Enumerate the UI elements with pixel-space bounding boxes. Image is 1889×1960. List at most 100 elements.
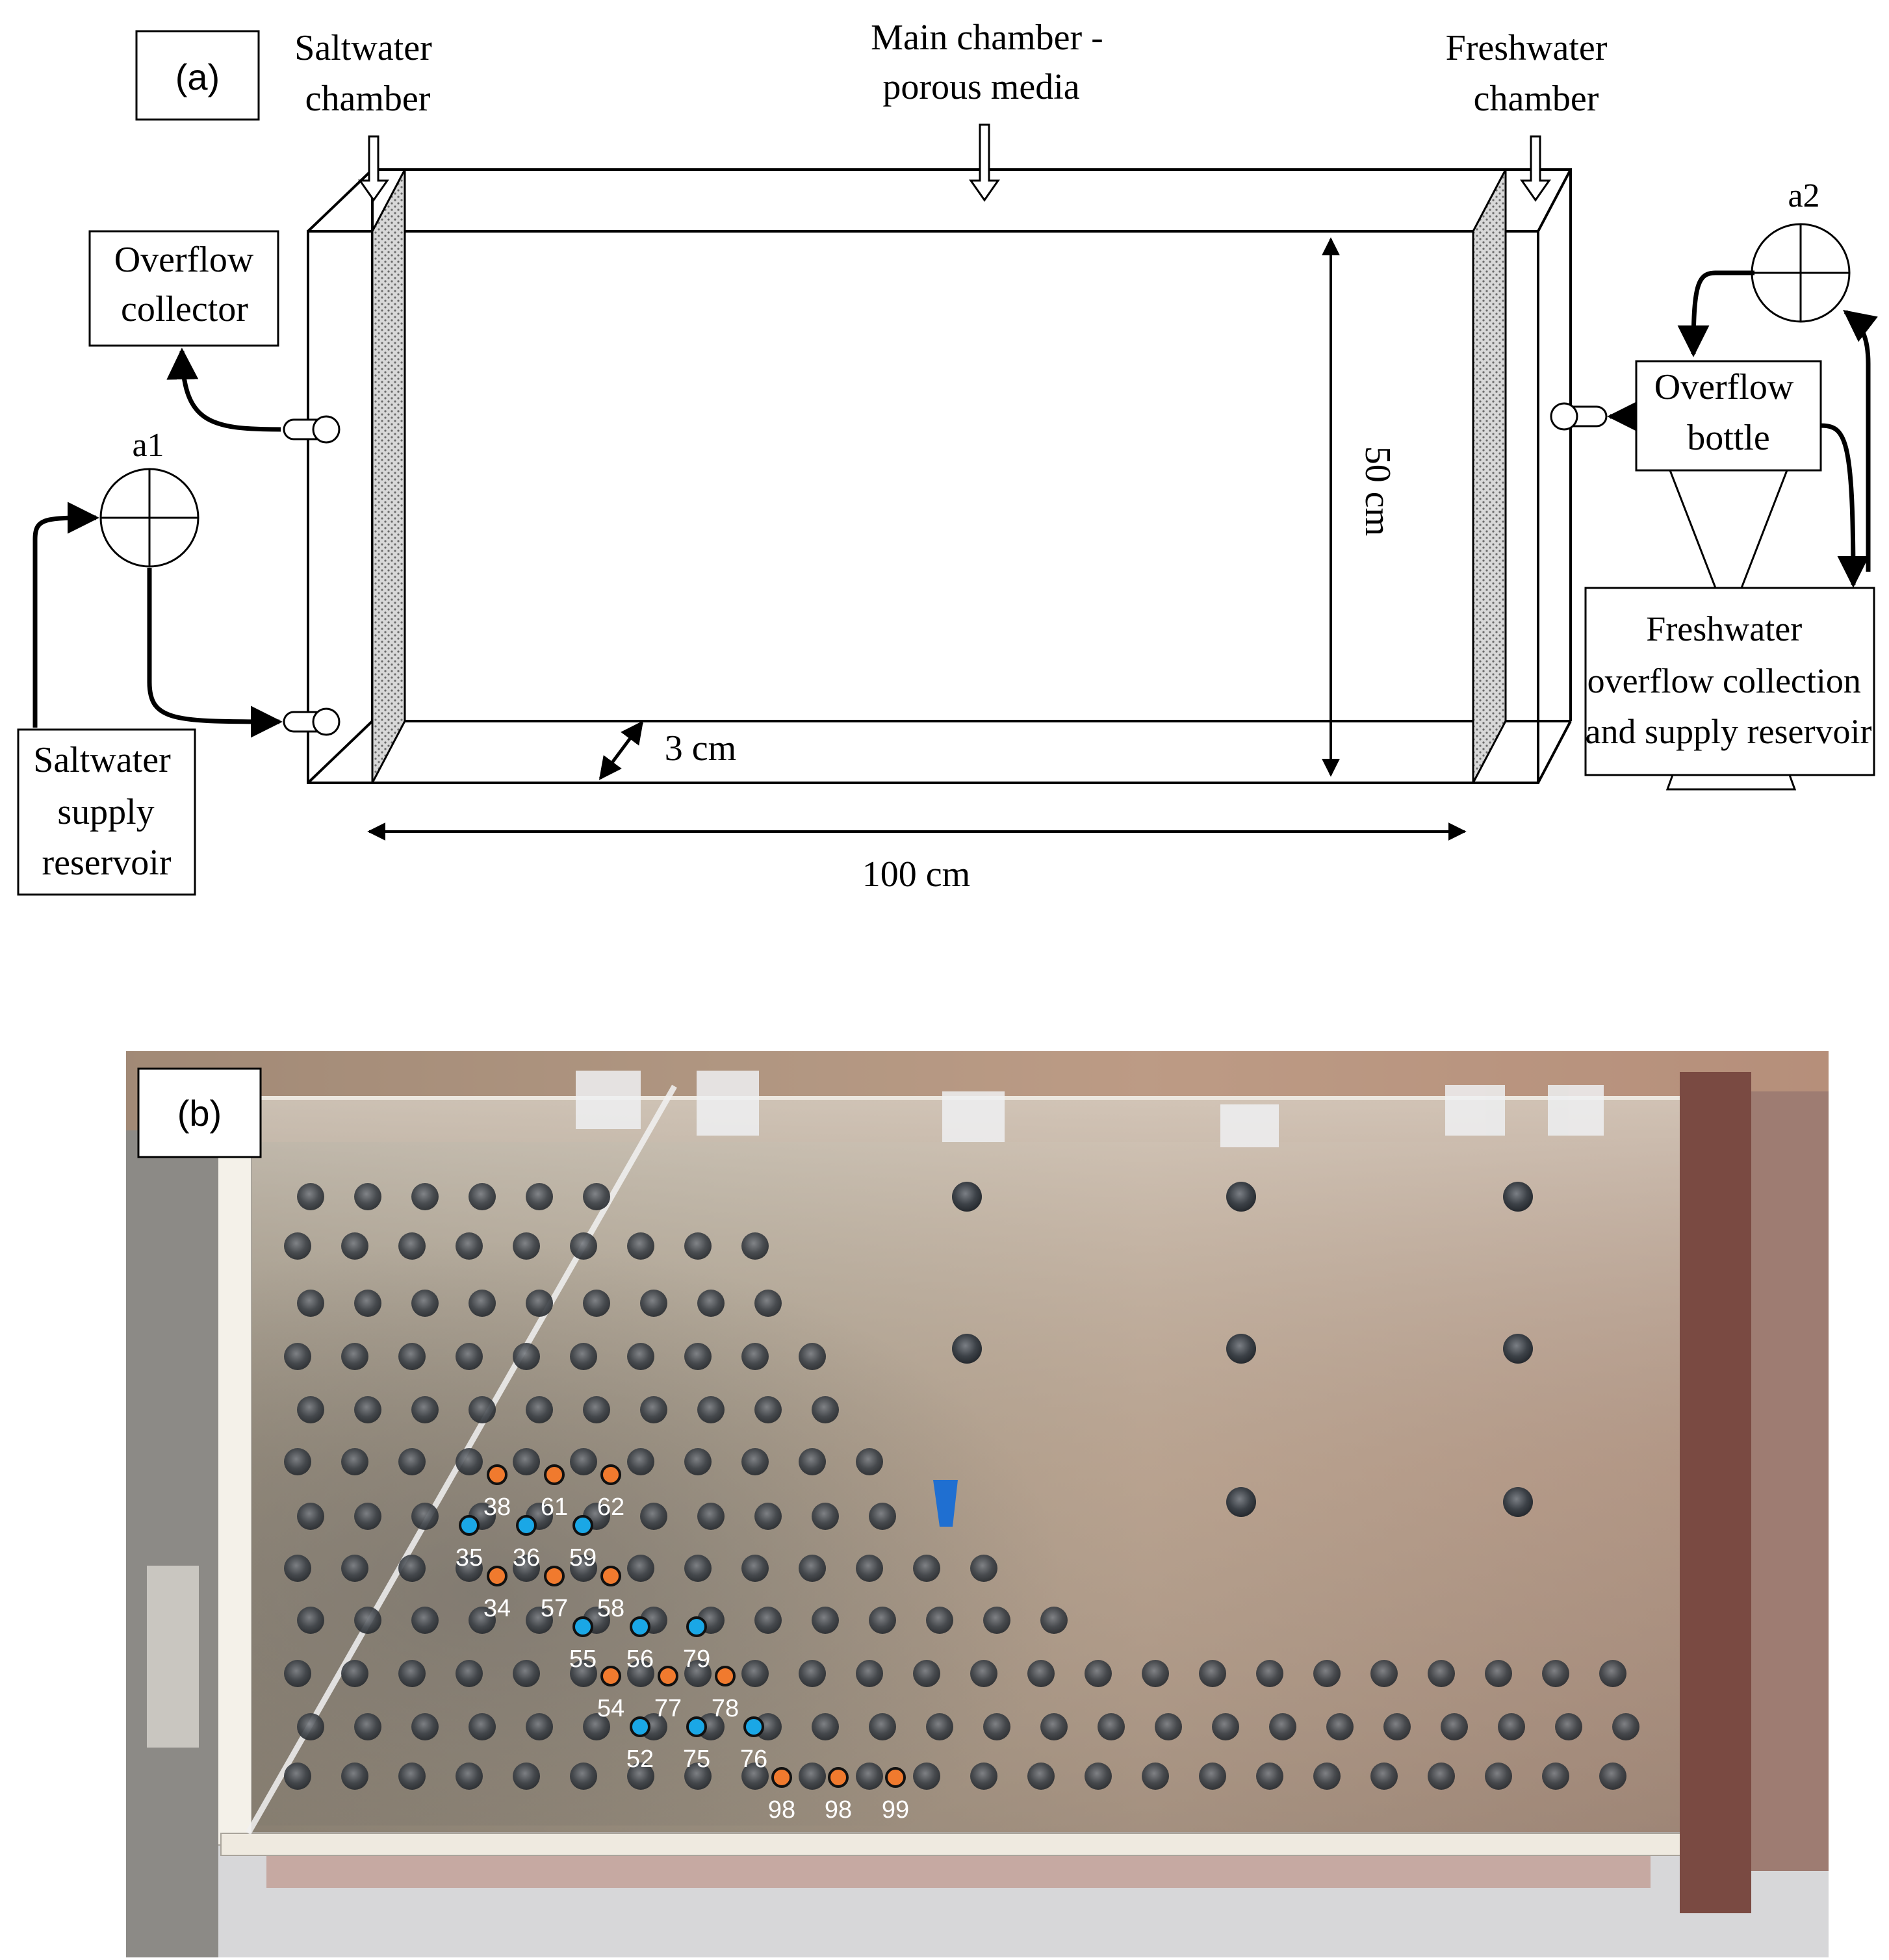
port-knob [570, 1232, 597, 1260]
port-knob [297, 1713, 324, 1740]
port-knob [284, 1448, 311, 1475]
panel-a-label: (a) [175, 57, 220, 97]
port-knob [354, 1713, 381, 1740]
marker-label: 36 [513, 1544, 540, 1572]
port-knob [869, 1503, 896, 1530]
sampling-port-grid [284, 1182, 1639, 1790]
marker-dot-blue [516, 1515, 537, 1536]
marker-label: 79 [683, 1646, 710, 1673]
freshwater-screen [1472, 169, 1507, 783]
saltwater-supply-label-3: reservoir [42, 843, 171, 883]
left-ruler [217, 1156, 252, 1846]
port-knob [1326, 1713, 1354, 1740]
port-knob [411, 1607, 439, 1634]
port-knob [684, 1448, 712, 1475]
port-knob [812, 1607, 839, 1634]
port-knob [1370, 1660, 1398, 1687]
port-knob [456, 1660, 483, 1687]
chamber-pointer-arrows [358, 123, 1551, 202]
svg-text:Freshwater overflow collec: Freshwater overflow collection and suppl… [1586, 609, 1872, 751]
port-knob [284, 1343, 311, 1370]
port-knob [869, 1713, 896, 1740]
saltwater-chamber-label-2: chamber [305, 79, 431, 119]
port-knob [684, 1232, 712, 1260]
port-knob [799, 1555, 826, 1582]
port-knob [856, 1448, 883, 1475]
port-knob [754, 1503, 782, 1530]
port-knob [1498, 1713, 1525, 1740]
port-knob [1226, 1182, 1256, 1212]
port-knob [297, 1290, 324, 1317]
port-knob [469, 1607, 496, 1634]
port-knob [1503, 1334, 1533, 1364]
port-knob [1256, 1763, 1283, 1790]
main-chamber-label-2: porous media [882, 67, 1079, 107]
marker-dot-orange [715, 1666, 736, 1686]
marker-label: 57 [541, 1595, 568, 1622]
port-knob [469, 1396, 496, 1423]
port-knob [812, 1503, 839, 1530]
marker-label: 52 [626, 1746, 654, 1773]
port-knob [970, 1660, 997, 1687]
port-knob [1142, 1660, 1169, 1687]
port-knob [640, 1290, 667, 1317]
port-knob [1040, 1713, 1068, 1740]
port-knob [1313, 1763, 1341, 1790]
right-frame [1680, 1072, 1751, 1913]
port-knob [1370, 1763, 1398, 1790]
pump-a1-label: a1 [132, 427, 164, 464]
marker-label: 76 [740, 1746, 767, 1773]
port-knob [926, 1713, 953, 1740]
port-knob [913, 1660, 940, 1687]
marker-dot-blue [630, 1616, 650, 1637]
marker-dot-orange [487, 1464, 508, 1485]
marker-label: 62 [597, 1494, 624, 1521]
port-knob [799, 1763, 826, 1790]
panel-a-schematic: (a) Saltwater chamber Main chamber - por… [17, 18, 1878, 896]
marker-label: 56 [626, 1646, 654, 1673]
port-knob [341, 1763, 368, 1790]
port-knob [741, 1660, 769, 1687]
port-knob [513, 1343, 540, 1370]
port-knob [297, 1183, 324, 1210]
port-knob [1383, 1713, 1411, 1740]
port-knob [627, 1448, 654, 1475]
port-knob [297, 1503, 324, 1530]
flow-supply-to-pump-a1 [32, 502, 99, 728]
port-knob [983, 1713, 1010, 1740]
port-knob [411, 1713, 439, 1740]
overflow-bottle-label-1: Overflow [1654, 367, 1794, 407]
flow-pump-a1-to-port [147, 568, 283, 738]
port-knob [741, 1343, 769, 1370]
port-knob [398, 1763, 426, 1790]
overflow-collector-box [88, 230, 279, 347]
marker-dot-blue [572, 1515, 593, 1536]
port-knob [354, 1396, 381, 1423]
port-knob [913, 1555, 940, 1582]
marker-dot-blue [630, 1716, 650, 1737]
flow-port-to-collector [166, 348, 281, 432]
port-knob [570, 1343, 597, 1370]
port-knob [1085, 1763, 1112, 1790]
port-knob [684, 1343, 712, 1370]
port-knob [952, 1182, 982, 1212]
port-knob [1226, 1334, 1256, 1364]
marker-dot-orange [544, 1566, 565, 1586]
port-knob [1027, 1660, 1055, 1687]
bottom-ruler [220, 1833, 1690, 1856]
port-knob [398, 1448, 426, 1475]
main-chamber-label-1: Main chamber - [871, 18, 1103, 58]
length-dimension-label: 100 cm [862, 854, 970, 895]
marker-label: 98 [768, 1796, 795, 1824]
panel-b-label: (b) [177, 1093, 222, 1134]
port-knob [456, 1448, 483, 1475]
marker-dot-orange [487, 1566, 508, 1586]
port-knob [526, 1607, 553, 1634]
port-knob [952, 1334, 982, 1364]
port-knob [856, 1763, 883, 1790]
port-knob [1313, 1660, 1341, 1687]
panel-b-label-box [137, 1067, 262, 1158]
port-knob [570, 1660, 597, 1687]
freshwater-reservoir-box [1584, 587, 1875, 776]
port-knob [970, 1555, 997, 1582]
